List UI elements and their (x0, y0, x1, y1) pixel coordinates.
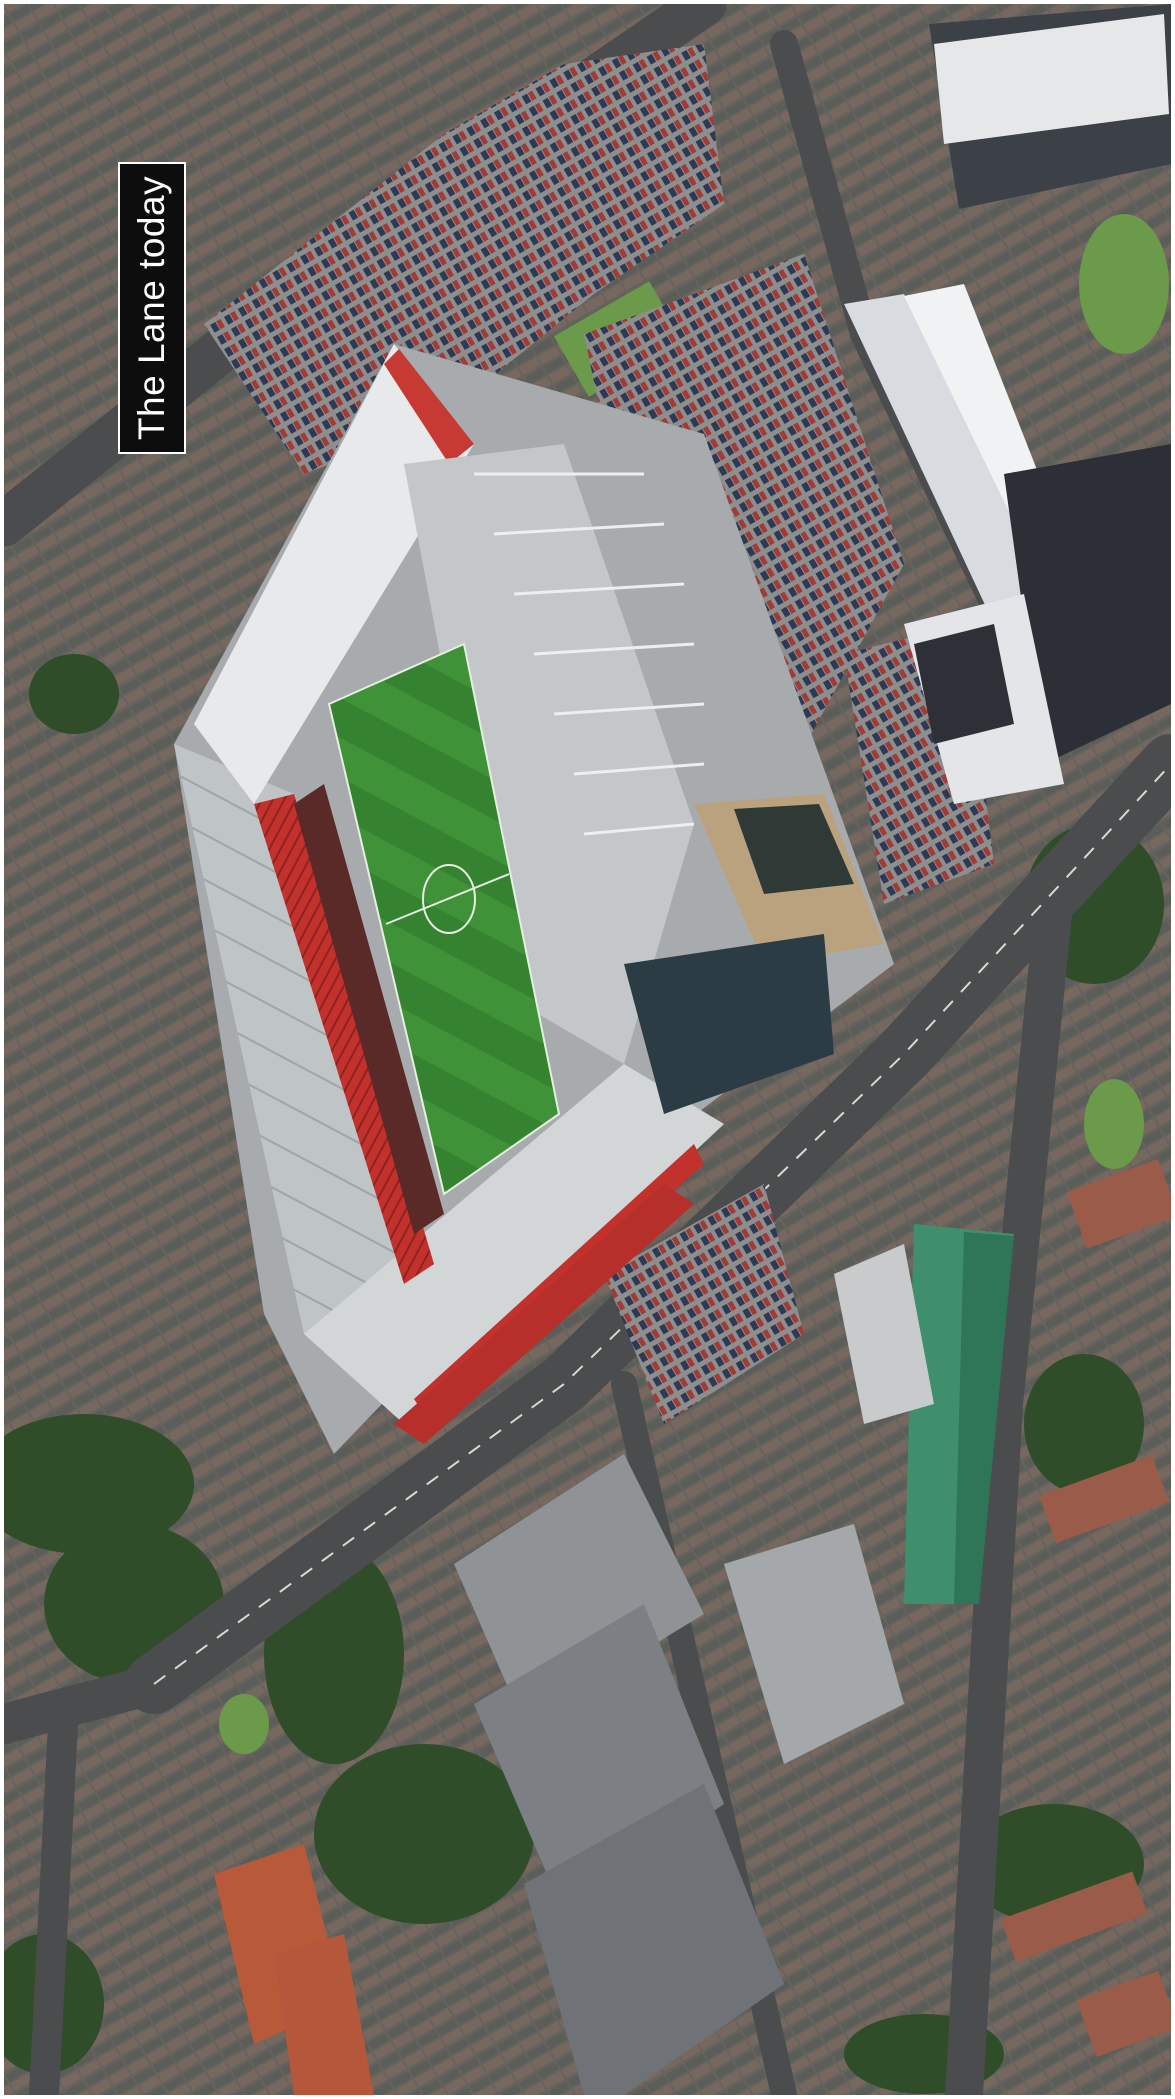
aerial-photo: The Lane today (4, 4, 1171, 2095)
warehouses (214, 1244, 934, 2095)
photo-caption: The Lane today (118, 162, 186, 454)
green-roof-building (904, 1224, 1014, 1604)
photo-caption-text: The Lane today (131, 175, 173, 441)
corner-building (624, 794, 884, 1114)
aerial-photo-graphic (4, 4, 1171, 2095)
south-stand-roof-edge (394, 1184, 694, 1444)
tower-blocks (844, 4, 1171, 804)
terraces (1000, 1159, 1171, 2057)
stadium (174, 344, 894, 1454)
